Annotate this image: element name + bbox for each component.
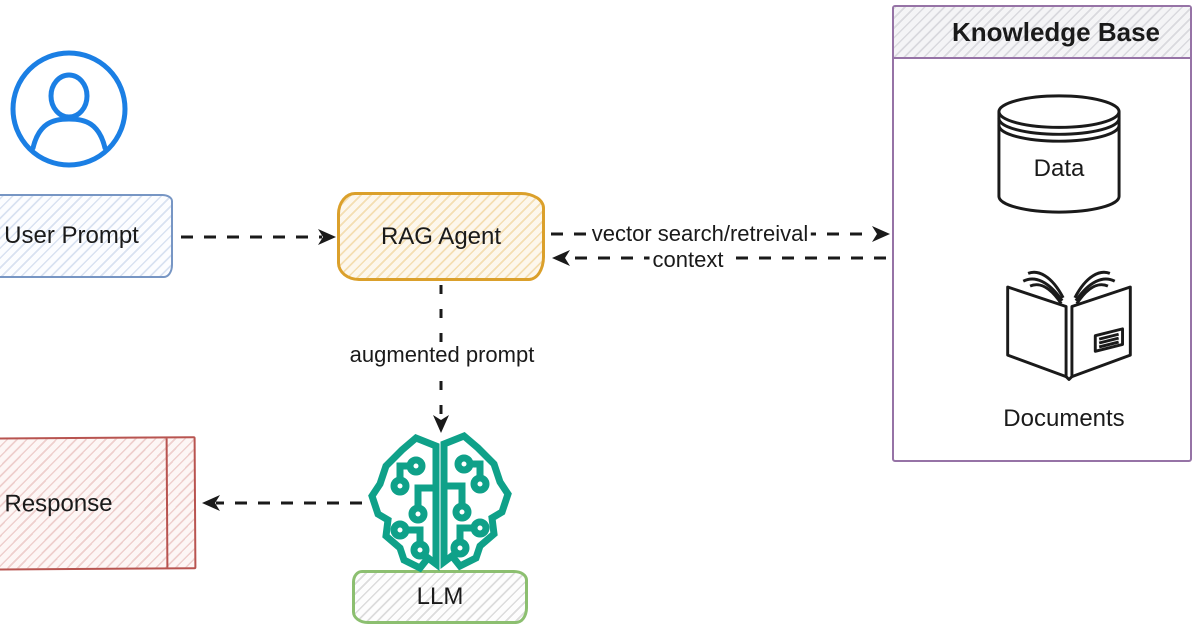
edge-label-augmented-prompt: augmented prompt [346,342,538,368]
edge-label-context: context [649,247,727,273]
knowledge-base-header: Knowledge Base [894,7,1190,59]
rag-agent-label: RAG Agent [380,222,502,250]
arrowhead-into-knowledge-base [872,226,890,242]
response-node: Response [0,436,197,571]
knowledge-base-title: Knowledge Base [951,16,1161,47]
response-side-bar [165,438,169,568]
llm-label: LLM [416,583,464,610]
data-label: Data [1033,155,1085,182]
user-prompt-node: User Prompt [0,194,173,278]
llm-node: LLM [352,570,528,624]
response-label: Response [4,489,113,517]
documents-label: Documents [1003,405,1125,432]
circuit-brain-icon [368,431,512,573]
arrowhead-into-rag-agent-return [552,250,570,266]
user-icon [10,50,128,168]
arrowhead-into-rag-agent [318,229,336,245]
knowledge-base-panel: Knowledge Base Data Documents [892,5,1192,462]
database-icon [997,94,1121,214]
edge-label-vector-search: vector search/retreival [588,221,812,247]
rag-agent-node: RAG Agent [337,192,545,281]
user-prompt-label: User Prompt [4,222,139,249]
open-book-icon [1006,270,1132,381]
arrowhead-into-response [202,495,220,511]
